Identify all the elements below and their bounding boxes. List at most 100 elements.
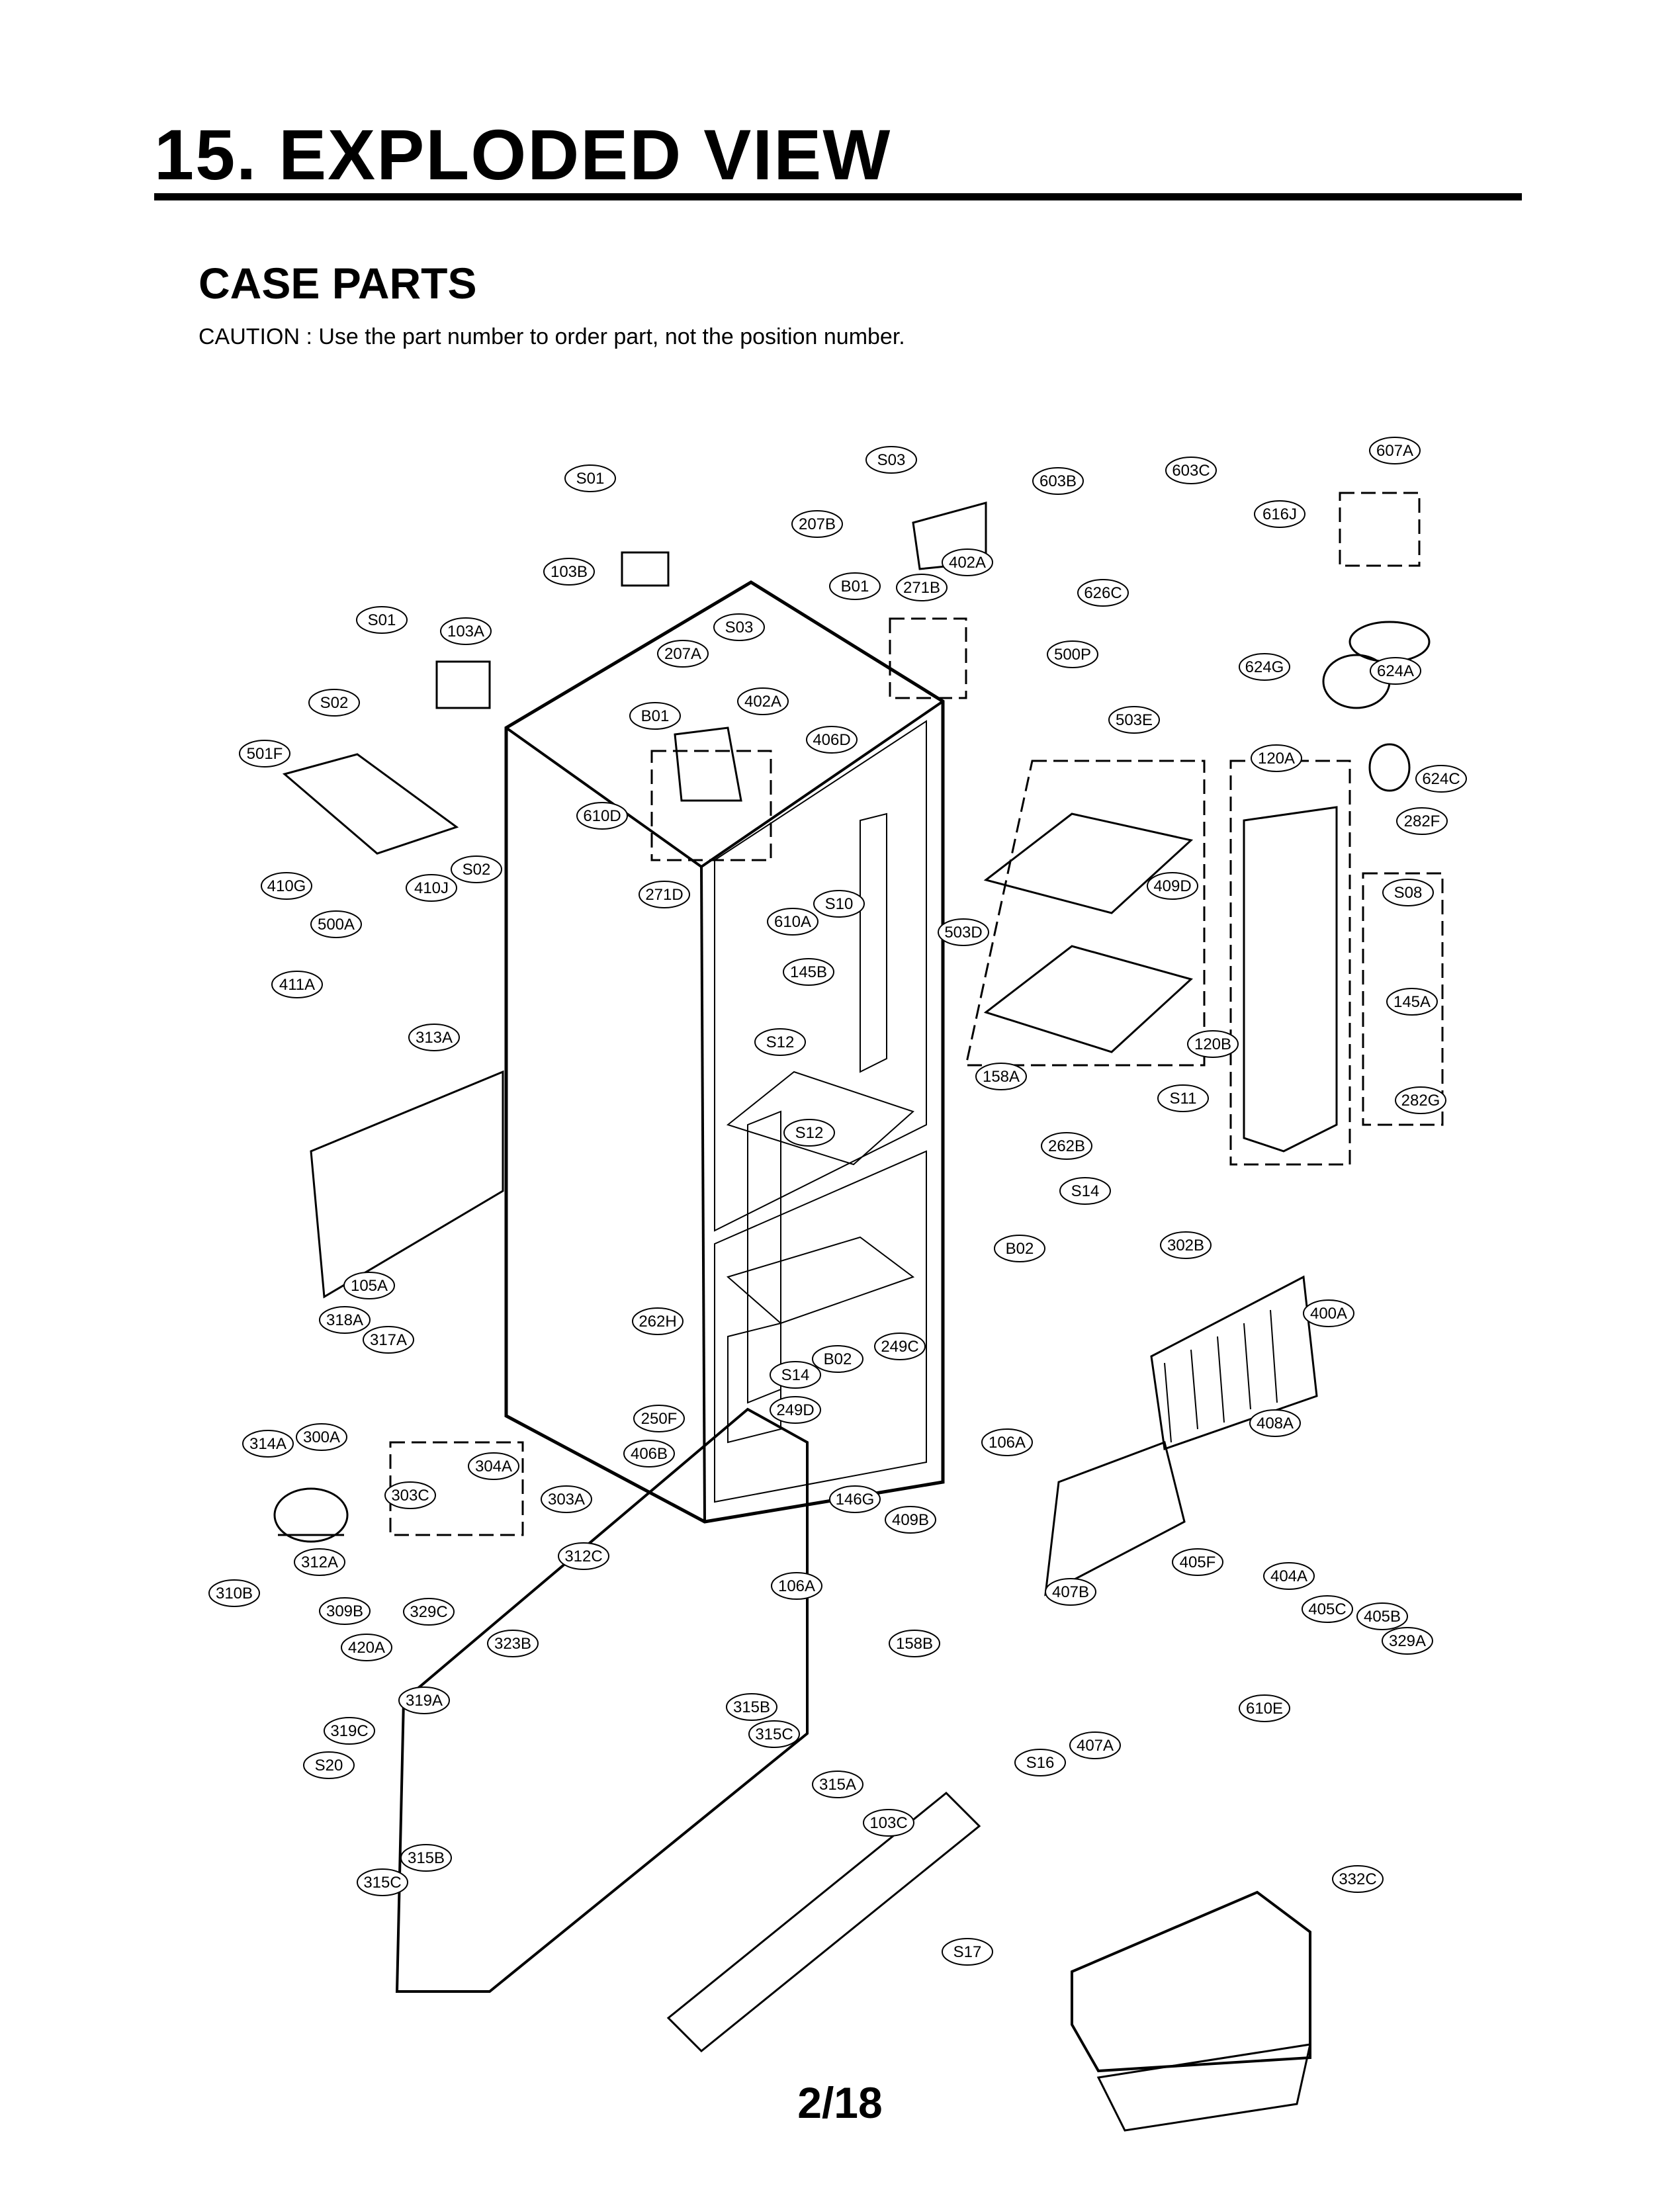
callout-105A: 105A	[343, 1272, 395, 1299]
callout-S01: S01	[564, 464, 616, 492]
callout-bubble	[1157, 1084, 1209, 1112]
callout-label: 304A	[475, 1458, 512, 1475]
callout-318A: 318A	[319, 1306, 371, 1334]
callout-label: 271D	[645, 886, 683, 904]
callout-label: S14	[781, 1366, 810, 1384]
callout-500A: 500A	[310, 910, 362, 938]
callout-S02: S02	[451, 855, 502, 883]
callout-label: 271B	[903, 579, 940, 597]
callout-bubble	[558, 1542, 609, 1570]
callout-label: 603B	[1039, 472, 1077, 490]
callout-label: 319C	[330, 1722, 368, 1740]
callout-207A: 207A	[657, 640, 709, 668]
callout-B02: B02	[994, 1235, 1045, 1262]
callout-bubble	[1251, 744, 1302, 772]
compressor-drawing	[273, 1487, 349, 1543]
callout-B02: B02	[812, 1345, 863, 1373]
callout-label: 402A	[744, 693, 781, 711]
callout-label: 405F	[1180, 1553, 1216, 1571]
callout-bubble	[829, 1485, 881, 1513]
callout-label: 158B	[896, 1635, 933, 1653]
callout-label: 610D	[583, 807, 621, 825]
callout-label: 103C	[869, 1814, 907, 1832]
callout-label: 409D	[1153, 877, 1191, 895]
callout-406D: 406D	[806, 726, 858, 754]
callout-label: 303A	[548, 1491, 585, 1509]
evaporator-drawing	[1150, 1275, 1318, 1451]
callout-S17: S17	[942, 1938, 993, 1966]
callout-329A: 329A	[1382, 1627, 1433, 1655]
callout-103B: 103B	[543, 558, 595, 586]
callout-label: S03	[725, 619, 754, 636]
callout-label: 318A	[326, 1311, 363, 1329]
callout-bubble	[541, 1485, 592, 1513]
callout-bubble	[1187, 1030, 1239, 1058]
callout-label: 312A	[301, 1553, 338, 1571]
callout-bubble	[713, 613, 765, 641]
callout-bubble	[1396, 807, 1448, 835]
callout-bubble	[1172, 1548, 1223, 1576]
callout-label: S08	[1394, 884, 1423, 902]
callout-label: 332C	[1339, 1870, 1376, 1888]
callout-bubble	[1302, 1595, 1353, 1623]
callout-329C: 329C	[403, 1598, 455, 1626]
callout-626C: 626C	[1077, 579, 1129, 607]
callout-410J: 410J	[406, 874, 457, 902]
callout-B01: B01	[829, 572, 881, 600]
callout-282F: 282F	[1396, 807, 1448, 835]
callout-label: 411A	[279, 976, 315, 994]
callout-313A: 313A	[408, 1024, 460, 1051]
freezer-drawer-drawing	[1044, 1441, 1311, 2132]
callout-label: 626C	[1084, 584, 1122, 602]
callout-409B: 409B	[885, 1506, 936, 1534]
callout-label: 315A	[819, 1776, 856, 1794]
callout-bubble	[1069, 1731, 1121, 1759]
callout-label: 624A	[1377, 662, 1414, 680]
callout-315B: 315B	[726, 1693, 777, 1721]
callout-label: 106A	[778, 1577, 815, 1595]
callout-262B: 262B	[1041, 1132, 1092, 1160]
crisper-trays-drawing	[983, 812, 1194, 1053]
callout-bubble	[813, 890, 865, 918]
callout-bubble	[726, 1693, 777, 1721]
callout-bubble	[783, 958, 834, 986]
callout-bubble	[543, 558, 595, 586]
callout-120B: 120B	[1187, 1030, 1239, 1058]
callout-bubble	[319, 1597, 371, 1625]
callout-bubble	[1370, 657, 1421, 685]
part-drawings	[273, 492, 1444, 2132]
callout-label: B01	[841, 578, 869, 595]
callout-label: 319A	[406, 1692, 443, 1710]
callout-603B: 603B	[1032, 467, 1084, 495]
callout-label: 249C	[881, 1338, 918, 1356]
air-duct-drawing	[1243, 806, 1338, 1153]
callout-250F: 250F	[633, 1405, 685, 1432]
callout-bubble	[303, 1751, 355, 1779]
callout-label: 610E	[1246, 1700, 1283, 1718]
callout-bubble	[363, 1326, 414, 1354]
callout-label: 407A	[1077, 1737, 1114, 1755]
callout-label: 624C	[1422, 770, 1460, 788]
callout-label: 329C	[410, 1603, 447, 1621]
page-number: 2/18	[797, 2078, 883, 2127]
callout-label: 408A	[1257, 1415, 1294, 1432]
callout-420A: 420A	[341, 1634, 392, 1661]
callout-label: 262B	[1048, 1137, 1085, 1155]
callout-302B: 302B	[1160, 1231, 1212, 1259]
callout-bubble	[942, 1938, 993, 1966]
callout-label: S02	[320, 694, 349, 712]
callout-label: 501F	[247, 745, 283, 763]
page-title: 15. EXPLODED VIEW	[154, 114, 892, 195]
callout-bubble	[343, 1272, 395, 1299]
callout-label: 402A	[949, 554, 986, 572]
callout-bubble	[239, 740, 290, 767]
callout-405F: 405F	[1172, 1548, 1223, 1576]
callout-bubble	[1239, 1694, 1290, 1722]
callout-bubble	[783, 1119, 835, 1147]
callout-S11: S11	[1157, 1084, 1209, 1112]
callout-303A: 303A	[541, 1485, 592, 1513]
callout-bubble	[938, 918, 989, 946]
callout-label: 105A	[351, 1277, 388, 1295]
callout-bubble	[1059, 1177, 1111, 1205]
